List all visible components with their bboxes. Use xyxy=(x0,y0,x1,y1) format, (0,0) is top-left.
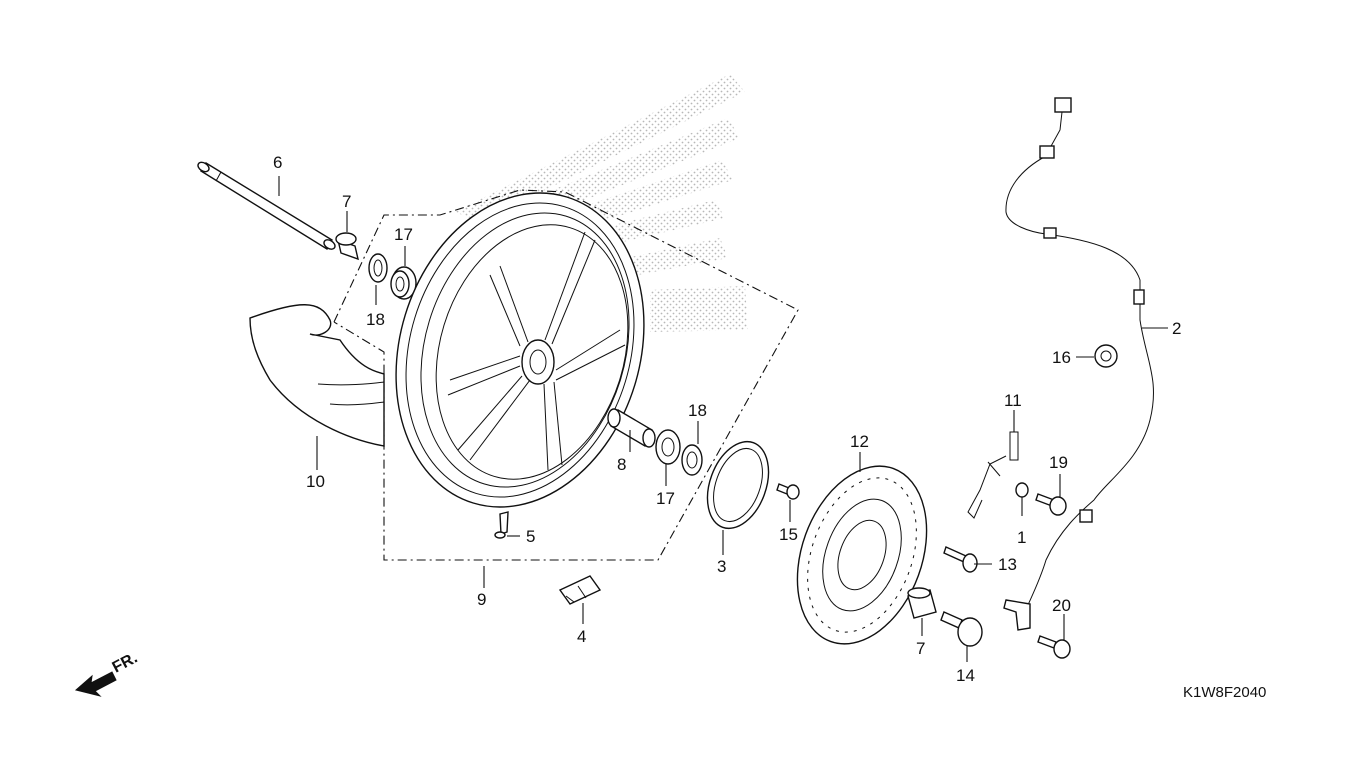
bolt-15-part[interactable] xyxy=(776,483,800,500)
distance-collar-part[interactable] xyxy=(607,408,656,448)
dust-seal-left-part[interactable] xyxy=(368,253,388,283)
brake-disc-part[interactable] xyxy=(774,448,950,662)
stay-part[interactable] xyxy=(967,431,1019,519)
weight-part[interactable] xyxy=(558,575,602,605)
callout-15: 15 xyxy=(779,525,798,544)
mudguard-part[interactable] xyxy=(249,304,385,447)
callout-18-right: 18 xyxy=(688,401,707,420)
callout-16: 16 xyxy=(1052,348,1071,367)
valve-part[interactable] xyxy=(494,511,509,539)
leader-lines xyxy=(278,176,1168,662)
clip-part[interactable] xyxy=(1094,344,1118,368)
front-direction-indicator: FR. xyxy=(74,649,141,697)
callout-8: 8 xyxy=(617,455,626,474)
disc-bolt-13-part[interactable] xyxy=(943,546,978,573)
callout-13: 13 xyxy=(998,555,1017,574)
dust-seal-right-part[interactable] xyxy=(681,444,703,476)
collar-right-part[interactable] xyxy=(907,587,937,619)
bearing-left-part[interactable] xyxy=(390,266,417,300)
callout-7-left: 7 xyxy=(342,192,351,211)
front-arrow-icon xyxy=(74,671,117,697)
bolt-14-part[interactable] xyxy=(940,611,983,647)
bolt-19-part[interactable] xyxy=(1035,493,1067,516)
callout-6: 6 xyxy=(273,153,282,172)
speed-sensor-harness-part[interactable] xyxy=(1003,97,1154,631)
bearing-right-part[interactable] xyxy=(655,429,681,465)
callout-17-left: 17 xyxy=(394,225,413,244)
callout-1: 1 xyxy=(1017,528,1026,547)
front-label: FR. xyxy=(110,649,141,676)
axle-part[interactable] xyxy=(196,160,336,251)
callout-4: 4 xyxy=(577,627,586,646)
diagram-code: K1W8F2040 xyxy=(1183,684,1267,701)
bolt-20-part[interactable] xyxy=(1037,635,1071,659)
callout-7-right: 7 xyxy=(916,639,925,658)
callout-9: 9 xyxy=(477,590,486,609)
callout-10: 10 xyxy=(306,472,325,491)
callout-19: 19 xyxy=(1049,453,1068,472)
callout-20: 20 xyxy=(1052,596,1071,615)
callout-17-right: 17 xyxy=(656,489,675,508)
nut-part[interactable] xyxy=(1015,482,1029,498)
callout-3: 3 xyxy=(717,557,726,576)
assembly-boundary xyxy=(333,189,799,561)
callout-14: 14 xyxy=(956,666,975,685)
front-wheel-part[interactable] xyxy=(358,162,681,538)
callout-5: 5 xyxy=(526,527,535,546)
callout-2: 2 xyxy=(1172,319,1181,338)
pulser-ring-part[interactable] xyxy=(696,433,779,537)
callout-18-left: 18 xyxy=(366,310,385,329)
callout-12: 12 xyxy=(850,432,869,451)
collar-left-part[interactable] xyxy=(335,232,359,261)
callout-11: 11 xyxy=(1004,391,1022,410)
